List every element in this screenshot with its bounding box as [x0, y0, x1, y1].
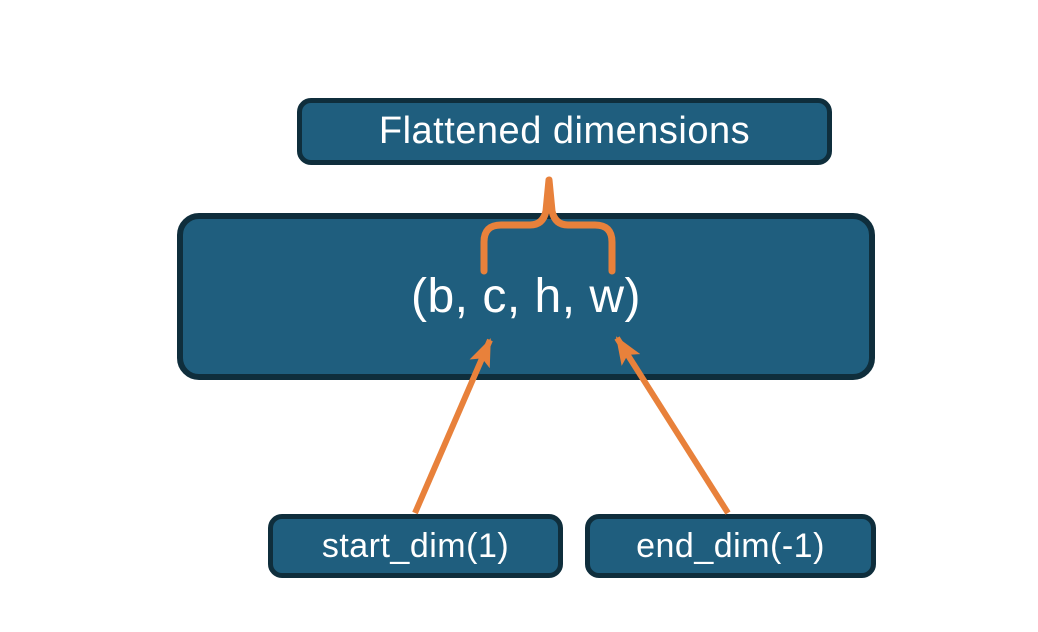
tensor-shape-box: (b, c, h, w) — [177, 213, 875, 380]
start-dim-box: start_dim(1) — [268, 514, 563, 578]
flattened-dimensions-label: Flattened dimensions — [378, 110, 751, 152]
flattened-dimensions-box: Flattened dimensions — [297, 98, 832, 165]
tensor-shape-label: (b, c, h, w) — [410, 270, 642, 323]
end-dim-box: end_dim(-1) — [585, 514, 876, 578]
end-dim-label: end_dim(-1) — [636, 526, 825, 565]
start-dim-label: start_dim(1) — [321, 526, 510, 565]
